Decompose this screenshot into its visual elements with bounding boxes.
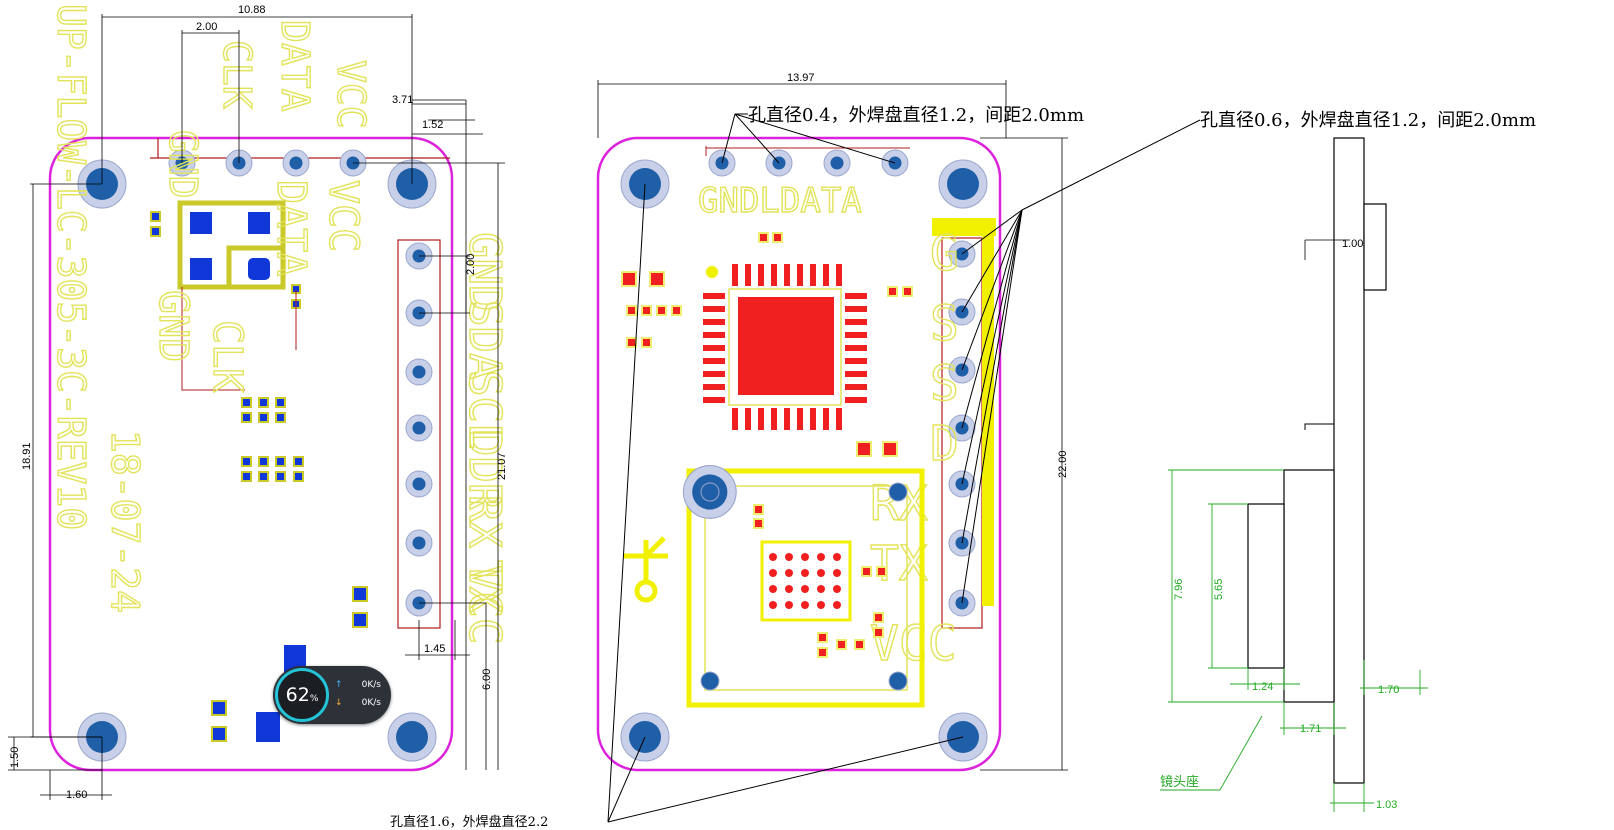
- svg-text:TX: TX: [459, 560, 510, 613]
- mount-hole-br: [387, 712, 437, 762]
- note-hole-small: 孔直径0.4，外焊盘直径1.2，间距2.0mm: [748, 105, 1084, 126]
- left-side-labels: GND SDA SCL DDR RX TX VCC: [458, 231, 510, 645]
- svg-text:D: D: [930, 416, 959, 472]
- silk-clk-top: CLK: [215, 40, 259, 109]
- middle-board-outline: [596, 136, 1002, 772]
- svg-text:RX: RX: [459, 495, 510, 548]
- note-hole-side: 孔直径0.6，外焊盘直径1.2，间距2.0mm: [1200, 110, 1536, 131]
- download-unit: K/s: [367, 698, 381, 708]
- svg-text:G: G: [930, 226, 959, 282]
- svg-text:TX: TX: [870, 536, 928, 592]
- upload-arrow-icon: ↑: [335, 680, 343, 690]
- dim-mid-height: 22.00: [1057, 450, 1069, 478]
- dim-mid-width: 13.97: [787, 72, 815, 84]
- download-arrow-icon: ↓: [335, 698, 343, 708]
- svg-text:VCC: VCC: [870, 616, 957, 672]
- svg-text:SDA: SDA: [459, 300, 510, 379]
- svg-text:S: S: [930, 296, 959, 352]
- middle-board: GNDLDATA G S S D RX TX VCC: [596, 72, 1069, 772]
- silk-data-top: DATA: [273, 20, 317, 112]
- silk-gnd-top: GND: [161, 130, 205, 199]
- silk-board-id: UP-FLOW-LC-305-3C-REV10: [49, 4, 93, 530]
- dim-side-d2: 7.96: [1173, 579, 1185, 600]
- dim-side-d1: 1.00: [1342, 238, 1363, 250]
- upload-row: ↑ 0K/s: [335, 680, 385, 690]
- dim-pin-spacing-top: 2.00: [196, 21, 217, 33]
- dim-offset-right: 1.52: [422, 119, 443, 131]
- dim-bottom-left-y: 1.50: [9, 747, 21, 768]
- note-mount-hole: 孔直径1.6，外焊盘直径2.2: [390, 814, 548, 830]
- svg-text:SCL: SCL: [459, 370, 510, 449]
- svg-text:S: S: [930, 356, 959, 412]
- silk-top-mid: GNDLDATA: [698, 181, 862, 221]
- dim-side-pin-x: 1.45: [424, 643, 445, 655]
- left-board-outline: [48, 136, 454, 772]
- dim-top-width: 10.88: [238, 4, 266, 16]
- dim-pin-spacing-side: 2.00: [465, 254, 477, 275]
- upload-value: 0: [361, 680, 368, 690]
- dim-side-d7: 1.03: [1376, 799, 1397, 811]
- download-value: 0: [361, 698, 368, 708]
- net-speed-widget[interactable]: 62% ↑ 0K/s ↓ 0K/s: [273, 666, 391, 724]
- dim-height-left: 18.91: [21, 442, 33, 470]
- download-row: ↓ 0K/s: [335, 698, 385, 708]
- left-board: GND CLK DATA VCC GND SDA SCL DDR RX TX V…: [8, 3, 511, 801]
- dim-side-d3: 5.65: [1213, 579, 1225, 600]
- dim-side-d4: 1.24: [1252, 681, 1273, 693]
- dim-side-d5: 1.71: [1300, 723, 1321, 735]
- usage-percent-unit: %: [309, 694, 319, 704]
- svg-text:CLK: CLK: [204, 320, 250, 392]
- svg-text:VCC: VCC: [320, 180, 366, 252]
- usage-percent: 62: [285, 684, 310, 706]
- svg-text:DDR: DDR: [459, 430, 510, 510]
- dim-offset-top-right: 3.71: [392, 94, 413, 106]
- svg-text:GND: GND: [459, 232, 510, 311]
- svg-text:DATA: DATA: [268, 180, 314, 276]
- svg-text:GND: GND: [150, 290, 196, 362]
- qfn-chip: [703, 264, 867, 430]
- svg-text:VCC: VCC: [459, 565, 510, 644]
- side-view: 1.00 7.96 5.65 1.24 1.71 1.70 1.03 镜头座: [1160, 137, 1428, 812]
- cpu-usage-ring: 62%: [275, 668, 329, 722]
- silk-vcc-top: VCC: [329, 60, 373, 129]
- dim-height-right: 21.07: [496, 452, 508, 480]
- dim-bottom-left-x: 1.60: [66, 789, 87, 801]
- dim-side-d6: 1.70: [1378, 684, 1399, 696]
- lens-holder-label: 镜头座: [1160, 775, 1199, 790]
- dim-side-bottom: 6.00: [481, 669, 493, 690]
- silk-date: 18-07-24: [103, 430, 147, 613]
- upload-unit: K/s: [367, 680, 381, 690]
